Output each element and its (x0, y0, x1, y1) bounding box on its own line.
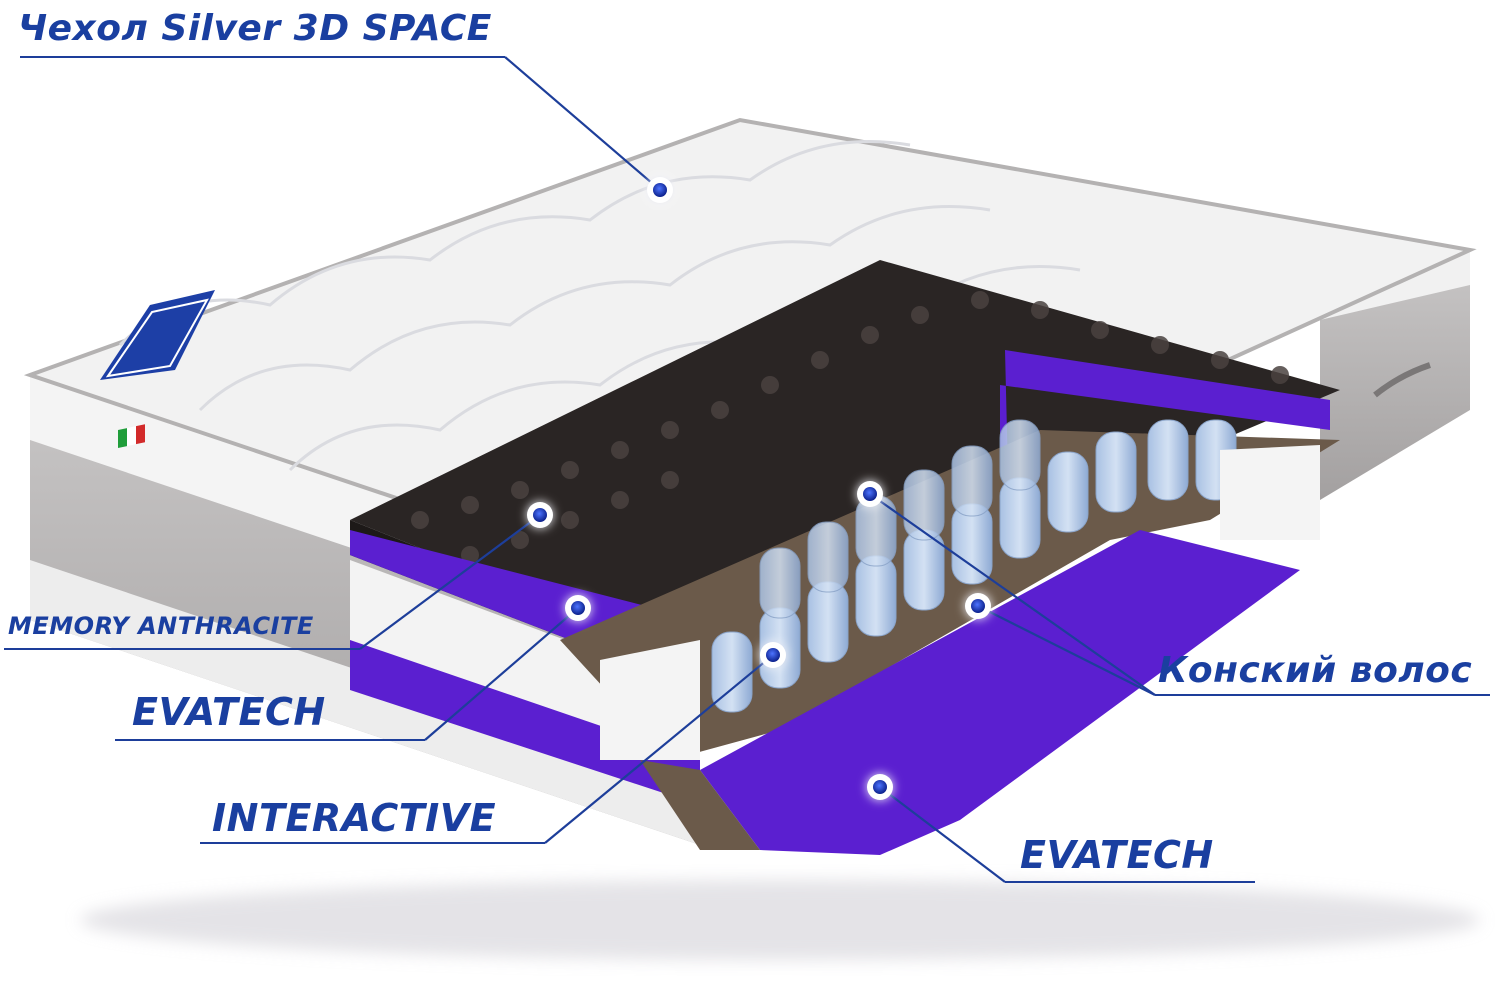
marker-dot-icon (965, 593, 991, 619)
leader-lines (4, 56, 1490, 883)
egg-crate-bumps (411, 291, 1289, 564)
marker-dot-icon (647, 177, 673, 203)
evatech-bottom-layer (700, 530, 1300, 855)
evatech-front-strip (350, 640, 700, 805)
memory-anthracite-label: MEMORY ANTHRACITE (8, 612, 314, 640)
interactive-label: INTERACTIVE (212, 796, 497, 840)
floor-shadow (80, 880, 1480, 960)
marker-dot-icon (760, 642, 786, 668)
bottom-horsehair-edge (640, 760, 760, 850)
side-handle-icon (1373, 362, 1431, 398)
pocket-springs (711, 419, 1237, 713)
mattress-right-side (1320, 250, 1470, 500)
cover-label: Чехол Silver 3D SPACE (18, 8, 492, 49)
italy-flag-icon (118, 424, 145, 448)
horsehair-layer (560, 430, 1340, 760)
memory-anthracite-layer (350, 260, 1340, 660)
marker-dot-icon (867, 774, 893, 800)
marker-dots (527, 177, 991, 800)
brand-tag-icon (100, 290, 215, 380)
right-foam-block (1220, 445, 1320, 540)
evatech-bottom-label: EVATECH (1020, 833, 1214, 877)
evatech-top-label: EVATECH (132, 690, 326, 734)
marker-dot-icon (527, 502, 553, 528)
evatech-top-layer (350, 350, 1330, 690)
horsehair-label: Конский волос (1158, 650, 1473, 691)
front-foam-edge (600, 640, 700, 760)
front-side-bottom-band (30, 560, 700, 845)
marker-dot-icon (857, 481, 883, 507)
marker-dot-icon (565, 595, 591, 621)
